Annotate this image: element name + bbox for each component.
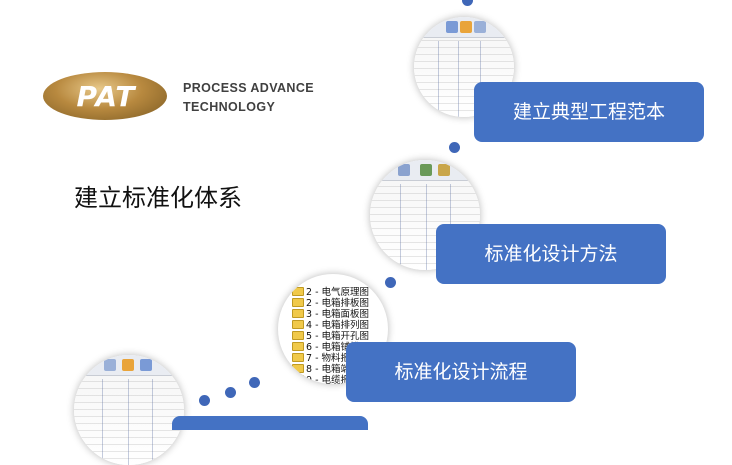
folder-icon — [292, 342, 304, 351]
folder-item: 3 - 电箱面板图 — [292, 309, 369, 320]
connector-dot — [449, 142, 460, 153]
column-divider — [152, 379, 153, 465]
folder-item: 2 - 电气原理图 — [292, 287, 369, 298]
tagline-line-2: TECHNOLOGY — [183, 100, 276, 114]
column-divider — [458, 41, 459, 117]
toolbar-icon — [438, 164, 450, 176]
drawing-screenshot-thumbnail — [74, 355, 184, 465]
folder-item: 6 - 电箱铺排图 — [292, 342, 369, 353]
pat-logo-emblem: PAT — [43, 72, 167, 120]
connector-dot — [249, 377, 260, 388]
folder-icon — [292, 353, 304, 362]
tagline-line-1: PROCESS ADVANCE — [183, 81, 315, 95]
toolbar-icon — [460, 21, 472, 33]
toolbar — [370, 160, 480, 181]
toolbar — [414, 17, 514, 38]
folder-label: 2 - 电气原理图 — [306, 287, 370, 298]
folder-label: 5 - 电箱开孔图 — [306, 331, 370, 342]
folder-icon — [292, 320, 304, 329]
toolbar-icon — [140, 359, 152, 371]
connector-dot — [462, 0, 473, 6]
folder-label: 9 - 电缆报表 — [306, 375, 360, 384]
software-window-preview — [74, 355, 184, 465]
pat-logo: PAT PROCESS ADVANCE TECHNOLOGY — [43, 70, 314, 124]
toolbar-icon — [474, 21, 486, 33]
folder-item: 5 - 电箱开孔图 — [292, 331, 369, 342]
folder-label: 2 - 电箱排板图 — [306, 298, 370, 309]
folder-icon — [292, 375, 304, 384]
column-divider — [426, 184, 427, 270]
connector-dot — [199, 395, 210, 406]
folder-icon — [292, 287, 304, 296]
folder-label: 3 - 电箱面板图 — [306, 309, 370, 320]
folder-label: 6 - 电箱铺排图 — [306, 342, 370, 353]
folder-icon — [292, 309, 304, 318]
company-tagline: PROCESS ADVANCE TECHNOLOGY — [183, 79, 314, 117]
toolbar-icon — [104, 359, 116, 371]
section-title: 建立标准化体系 — [74, 184, 242, 212]
folder-label: 7 - 物料报表 — [306, 353, 360, 364]
toolbar — [74, 355, 184, 376]
software-window-preview — [370, 160, 480, 270]
folder-label: 4 - 电箱排列图 — [306, 320, 370, 331]
column-divider — [480, 41, 481, 117]
toolbar-icon — [420, 164, 432, 176]
step-button-method[interactable]: 标准化设计方法 — [436, 224, 666, 284]
column-divider — [438, 41, 439, 117]
step-button-fourth[interactable] — [172, 416, 368, 430]
connector-dot — [225, 387, 236, 398]
template-screenshot-thumbnail — [414, 17, 514, 117]
folder-icon — [292, 298, 304, 307]
folder-item: 2 - 电箱排板图 — [292, 298, 369, 309]
folder-item: 4 - 电箱排列图 — [292, 320, 369, 331]
column-divider — [400, 184, 401, 270]
step-button-template[interactable]: 建立典型工程范本 — [474, 82, 704, 142]
pat-logo-wordmark: PAT — [76, 80, 136, 113]
folder-item: 7 - 物料报表 — [292, 353, 360, 364]
software-window-preview — [414, 17, 514, 117]
step-button-process[interactable]: 标准化设计流程 — [346, 342, 576, 402]
toolbar-icon — [398, 164, 410, 176]
folder-icon — [292, 331, 304, 340]
connector-dot — [385, 277, 396, 288]
folder-icon — [292, 364, 304, 373]
column-divider — [128, 379, 129, 465]
folder-item: 9 - 电缆报表 — [292, 375, 360, 384]
toolbar-icon — [122, 359, 134, 371]
toolbar-icon — [446, 21, 458, 33]
method-screenshot-thumbnail — [370, 160, 480, 270]
column-divider — [102, 379, 103, 465]
